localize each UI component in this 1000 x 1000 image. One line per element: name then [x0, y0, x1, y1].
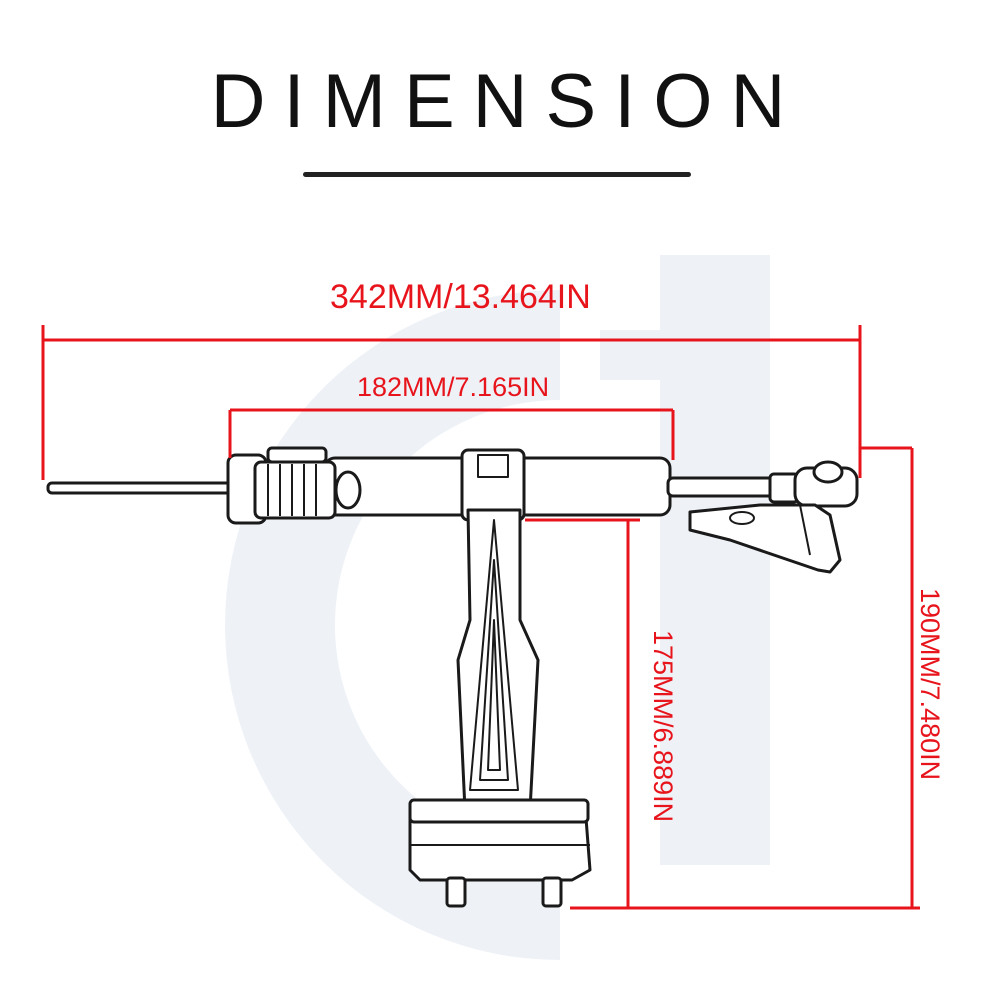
- page-title: DIMENSION: [210, 59, 804, 144]
- steering-damper: [46, 446, 859, 908]
- base-bolt-right: [541, 876, 563, 908]
- rear-rod: [666, 476, 780, 498]
- damper-rod: [46, 481, 240, 495]
- total-height-label: 190MM/7.480IN: [915, 588, 945, 781]
- overall-length-label: 342MM/13.464IN: [330, 278, 591, 316]
- dimension-lines: [41, 325, 920, 910]
- title-underline: [303, 172, 691, 177]
- bracket-height-label: 175MM/6.889IN: [648, 630, 678, 823]
- damper-length-label: 182MM/7.165IN: [357, 372, 550, 402]
- base-bolt-left: [445, 876, 467, 908]
- adjuster-knob: [226, 446, 362, 525]
